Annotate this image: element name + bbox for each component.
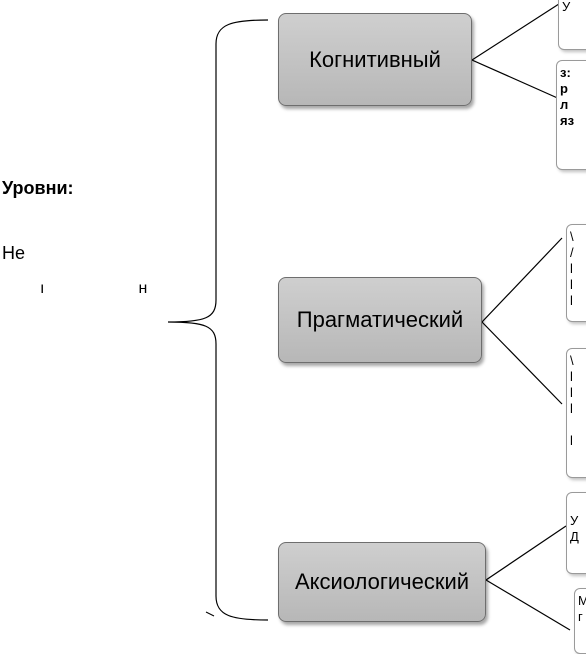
- level-label: Аксиологический: [294, 569, 470, 594]
- detail-card-4: \ l l l l: [566, 348, 586, 478]
- branch-pragmatic: [481, 237, 563, 405]
- branch-axiological: [484, 525, 571, 631]
- connector-lines: [167, 1, 571, 631]
- detail-card-2: з: р л яз: [556, 60, 586, 170]
- detail-card-5: У Д: [566, 492, 586, 574]
- level-box-cognitive[interactable]: Когнитивный: [278, 13, 472, 106]
- detail-card-3: \ / l l l: [566, 224, 586, 322]
- levels-subtitle: Не: [2, 243, 26, 263]
- detail-card-6: М г: [574, 588, 586, 654]
- levels-heading: Уровни:: [2, 178, 74, 198]
- level-box-axiological[interactable]: Аксиологический: [278, 542, 486, 622]
- level-label: Прагматический: [296, 307, 464, 332]
- branch-cognitive: [470, 1, 563, 101]
- curly-brace: [167, 19, 269, 621]
- detail-card-1: У: [558, 0, 586, 50]
- level-label: Когнитивный: [309, 46, 441, 72]
- level-box-pragmatic[interactable]: Прагматический: [278, 277, 482, 363]
